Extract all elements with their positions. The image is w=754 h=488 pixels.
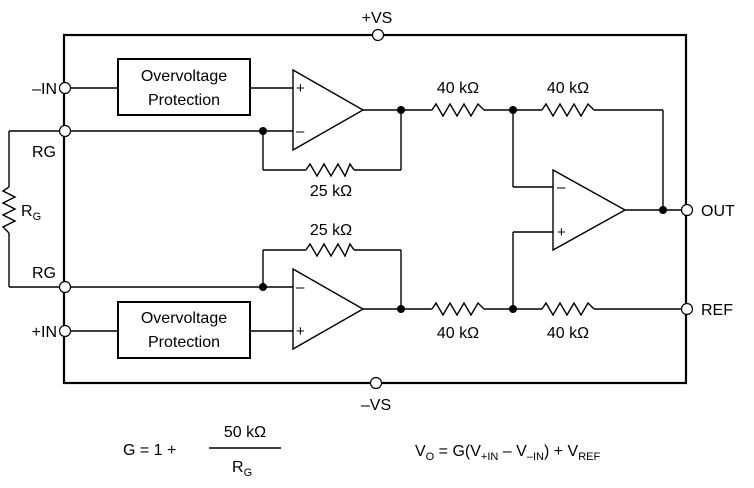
label-vs-pos: +VS — [362, 10, 393, 27]
label-rf-top: 25 kΩ — [310, 183, 352, 200]
pin-ref — [680, 302, 694, 316]
gain-equation-numerator: 50 kΩ — [224, 424, 266, 441]
ovp-block-bottom — [117, 301, 251, 359]
pin-vs-neg — [369, 376, 383, 390]
opamp-a3-plus: + — [557, 224, 566, 241]
output-equation: VO = G(V+IN – V–IN) + VREF — [415, 443, 600, 463]
ovp-top-line1: Overvoltage — [141, 68, 227, 85]
label-rg-bottom: RG — [32, 265, 56, 282]
label-rg-external: RG — [21, 203, 41, 223]
label-r1: 40 kΩ — [437, 80, 479, 97]
pin-in-pos — [58, 324, 72, 338]
label-in-neg: –IN — [32, 81, 57, 98]
label-rf-bottom: 25 kΩ — [310, 222, 352, 239]
label-ref: REF — [701, 302, 733, 319]
resistor-40k-bottom-left — [431, 301, 485, 317]
label-r4: 40 kΩ — [547, 325, 589, 342]
resistor-rg-external — [1, 186, 17, 234]
label-r3: 40 kΩ — [437, 325, 479, 342]
resistor-40k-top-right — [541, 102, 595, 118]
ovp-top-line2: Protection — [148, 92, 220, 109]
label-out: OUT — [701, 203, 735, 220]
wiring — [8, 87, 681, 332]
opamp-a3 — [552, 168, 627, 252]
resistor-25k-top — [305, 162, 355, 178]
opamp-a1-minus: – — [296, 123, 305, 140]
ovp-block-top — [117, 58, 251, 116]
pin-out — [680, 203, 694, 217]
label-r2: 40 kΩ — [547, 80, 589, 97]
gain-equation-lhs: G = 1 + — [123, 442, 176, 459]
resistor-25k-bottom — [305, 242, 355, 258]
label-vs-neg: –VS — [361, 397, 391, 414]
label-in-pos: +IN — [32, 324, 57, 341]
opamp-a1 — [292, 68, 365, 152]
resistor-40k-bottom-right — [541, 301, 595, 317]
opamp-a2-plus: + — [296, 323, 305, 340]
pin-rg-bottom — [58, 280, 72, 294]
opamp-a1-plus: + — [296, 80, 305, 97]
opamp-a2-minus: – — [296, 279, 305, 296]
pin-vs-pos — [371, 28, 385, 42]
ovp-bottom-line1: Overvoltage — [141, 310, 227, 327]
ovp-bottom-line2: Protection — [148, 334, 220, 351]
pin-rg-top — [58, 124, 72, 138]
opamp-a3-minus: – — [557, 179, 566, 196]
resistor-40k-top-left — [431, 102, 485, 118]
label-rg-top: RG — [32, 144, 56, 161]
pin-in-neg — [58, 81, 72, 95]
gain-equation-denominator: RG — [232, 459, 252, 479]
opamp-a2 — [292, 267, 365, 351]
junction-dots — [259, 106, 667, 313]
